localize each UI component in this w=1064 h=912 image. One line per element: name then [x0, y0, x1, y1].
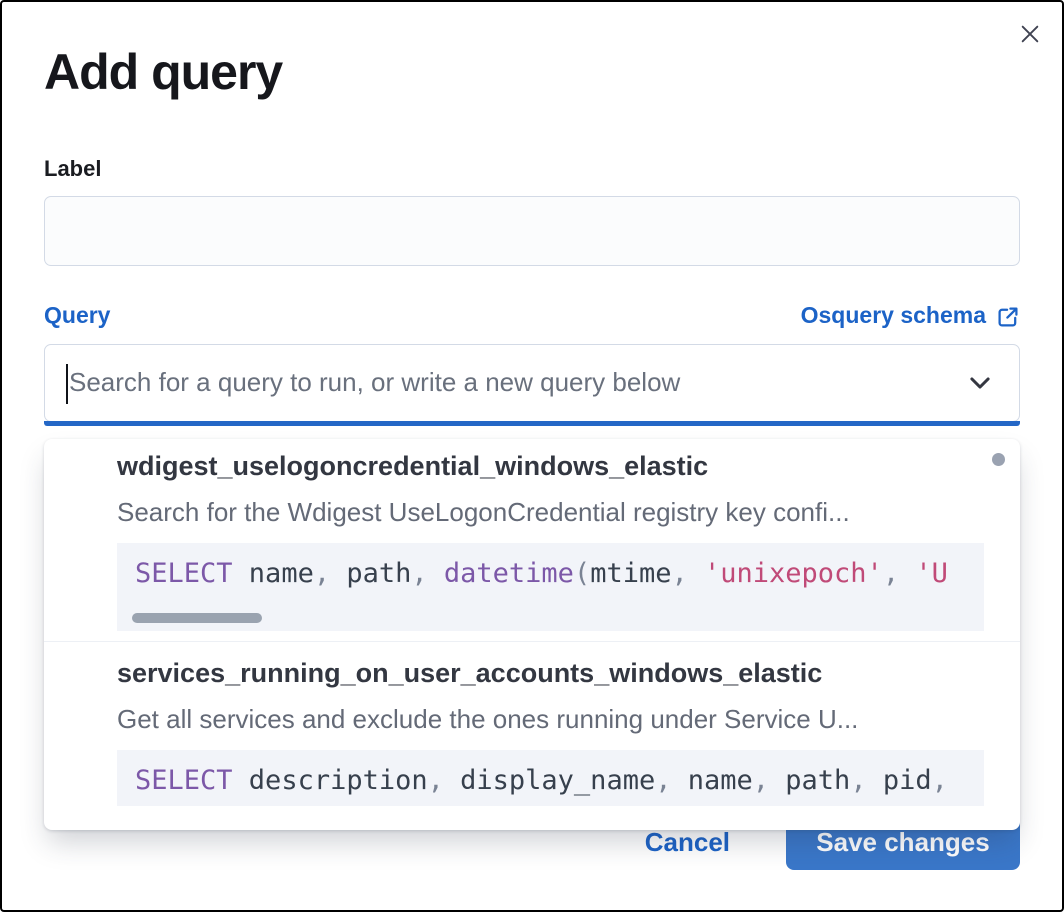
option-sql: SELECT name, path, datetime(mtime, 'unix…	[135, 557, 966, 591]
sql-token-plain: name	[687, 765, 753, 796]
sql-token-string: 'unixepoch'	[704, 558, 883, 589]
sql-token-keyword: SELECT	[135, 558, 233, 589]
sql-token-plain: name	[232, 558, 314, 589]
query-field-label: Query	[44, 302, 111, 329]
combobox-focus-bar	[44, 420, 1020, 426]
sql-token-keyword: datetime	[443, 558, 574, 589]
code-hscrollbar-thumb[interactable]	[132, 613, 262, 623]
sql-token-punct: ,	[313, 558, 347, 589]
sql-token-plain: path	[346, 558, 412, 589]
sql-token-plain: pid	[882, 765, 932, 796]
sql-token-punct: ,	[931, 765, 948, 796]
option-sql: SELECT description, display_name, name, …	[135, 764, 966, 798]
osquery-schema-link-label: Osquery schema	[800, 302, 986, 329]
label-field-label: Label	[44, 156, 102, 181]
cancel-button[interactable]: Cancel	[639, 826, 736, 859]
close-icon	[1021, 25, 1039, 43]
option-title: services_running_on_user_accounts_window…	[117, 658, 823, 688]
code-hscrollbar[interactable]	[132, 613, 966, 623]
close-button[interactable]	[1012, 16, 1048, 52]
sql-token-punct: ,	[752, 765, 786, 796]
chevron-down-icon[interactable]	[967, 370, 993, 396]
sql-token-keyword: SELECT	[135, 765, 233, 796]
sql-token-plain: display_name	[460, 765, 656, 796]
sql-token-punct: (	[573, 558, 591, 589]
option-sql-block: SELECT name, path, datetime(mtime, 'unix…	[117, 543, 984, 631]
modal-title: Add query	[44, 44, 283, 100]
sql-token-plain: mtime	[590, 558, 672, 589]
sql-token-plain: path	[785, 765, 851, 796]
text-caret	[66, 363, 68, 404]
external-link-icon	[998, 307, 1018, 327]
vertical-scrollbar-thumb[interactable]	[992, 453, 1005, 466]
option-title: wdigest_uselogoncredential_windows_elast…	[117, 451, 709, 481]
sql-token-punct: ,	[671, 558, 704, 589]
option-description: Get all services and exclude the ones ru…	[117, 704, 859, 734]
query-suggestions-panel: wdigest_uselogoncredential_windows_elast…	[44, 439, 1020, 830]
sql-token-string: 'U	[915, 558, 948, 589]
sql-token-punct: ,	[882, 558, 916, 589]
option-sql-block: SELECT description, display_name, name, …	[117, 750, 984, 806]
query-combobox-placeholder: Search for a query to run, or write a ne…	[69, 367, 681, 398]
sql-token-punct: ,	[850, 765, 883, 796]
sql-token-punct: ,	[411, 558, 444, 589]
query-suggestion-option[interactable]: services_running_on_user_accounts_window…	[44, 641, 1020, 816]
query-suggestions-list: wdigest_uselogoncredential_windows_elast…	[44, 439, 1020, 816]
query-combobox[interactable]: Search for a query to run, or write a ne…	[44, 343, 1020, 426]
label-input[interactable]	[44, 196, 1020, 267]
query-suggestion-option[interactable]: wdigest_uselogoncredential_windows_elast…	[44, 439, 1020, 641]
option-description: Search for the Wdigest UseLogonCredentia…	[117, 497, 850, 527]
sql-token-punct: ,	[655, 765, 688, 796]
sql-token-plain: description	[232, 765, 428, 796]
osquery-schema-link[interactable]: Osquery schema	[801, 302, 1020, 330]
sql-token-punct: ,	[427, 765, 461, 796]
